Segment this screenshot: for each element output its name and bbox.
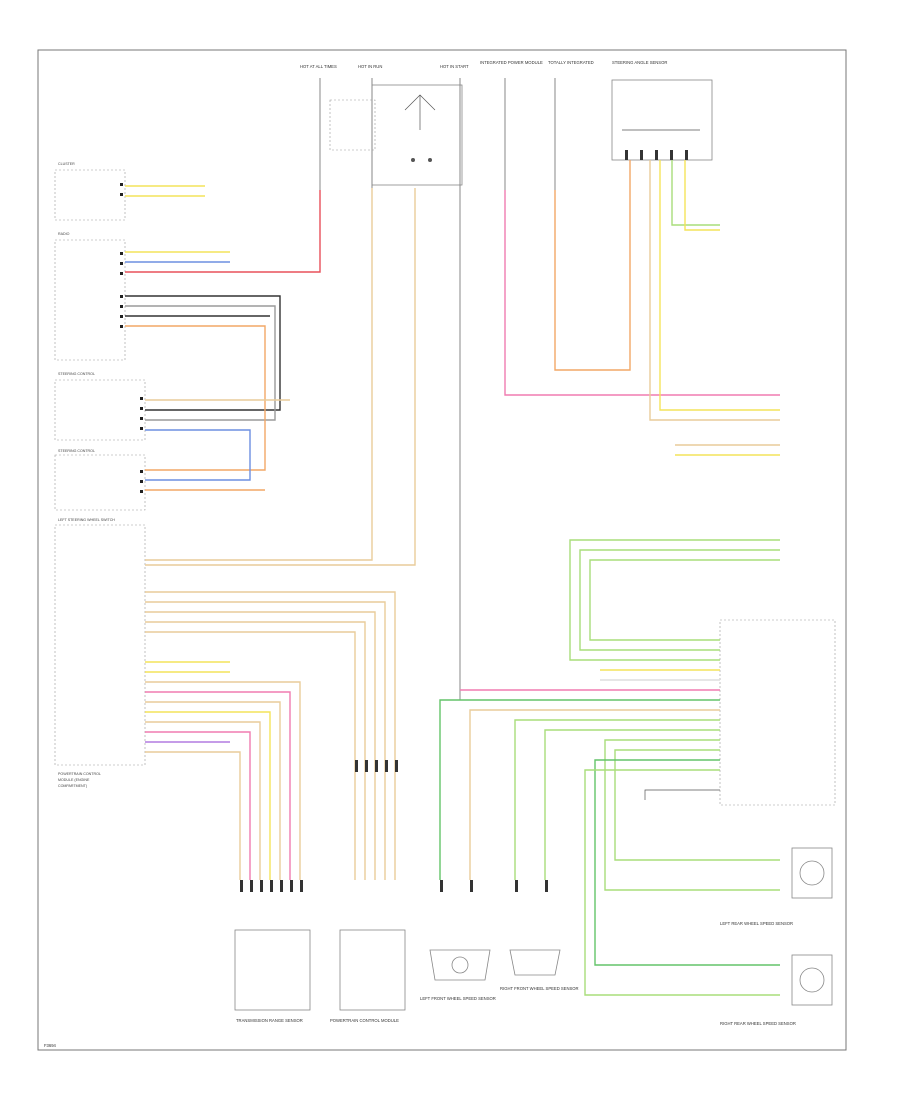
center-trunk-wires: [145, 160, 780, 566]
caption-lf-wss: LEFT FRONT WHEEL SPEED SENSOR: [420, 996, 496, 1001]
caption-trs: TRANSMISSION RANGE SENSOR: [236, 1018, 303, 1023]
caption-rf-wss: RIGHT FRONT WHEEL SPEED SENSOR: [500, 986, 579, 991]
left-pin-rows: [120, 183, 143, 493]
right-module-wires: [439, 539, 836, 996]
footer-code: F3694: [44, 1043, 57, 1048]
svg-text:HOT IN RUN: HOT IN RUN: [358, 64, 382, 69]
svg-text:HOT IN START: HOT IN START: [440, 64, 469, 69]
caption-lr-wss: LEFT REAR WHEEL SPEED SENSOR: [720, 921, 793, 926]
lower-left-harness: [145, 591, 396, 880]
transmission-range-sensor-box: [234, 929, 311, 1011]
svg-text:LEFT STEERING WHEEL SWITCH: LEFT STEERING WHEEL SWITCH: [58, 518, 115, 522]
svg-text:INTEGRATED POWER MODULE: INTEGRATED POWER MODULE: [480, 60, 543, 65]
left-top-wires: [125, 185, 321, 491]
svg-text:STEERING ANGLE SENSOR: STEERING ANGLE SENSOR: [612, 60, 667, 65]
svg-text:TOTALLY INTEGRATED: TOTALLY INTEGRATED: [548, 60, 594, 65]
svg-text:RADIO: RADIO: [58, 232, 70, 236]
caption-rr-wss: RIGHT REAR WHEEL SPEED SENSOR: [720, 1021, 796, 1026]
powertrain-control-module-box: [339, 929, 406, 1011]
top-power-section: HOT AT ALL TIMES HOT IN RUN HOT IN START…: [300, 60, 713, 700]
left-connector-blocks: CLUSTER RADIO STEERING CONTROL STEERING …: [54, 162, 146, 788]
caption-pcm: POWERTRAIN CONTROL MODULE: [330, 1018, 399, 1023]
svg-text:MODULE (ENGINE: MODULE (ENGINE: [58, 778, 90, 782]
svg-text:COMPARTMENT): COMPARTMENT): [58, 784, 87, 788]
left-front-wheel-speed-sensor: [429, 949, 491, 981]
diagram-frame: [37, 49, 847, 1051]
svg-text:POWERTRAIN CONTROL: POWERTRAIN CONTROL: [58, 772, 101, 776]
bottom-modules: [234, 760, 833, 1011]
svg-text:HOT AT ALL TIMES: HOT AT ALL TIMES: [300, 64, 337, 69]
svg-text:STEERING CONTROL: STEERING CONTROL: [58, 372, 95, 376]
right-rear-wheel-speed-sensor: [791, 954, 833, 1006]
left-rear-wheel-speed-sensor: [791, 847, 833, 899]
svg-text:STEERING CONTROL: STEERING CONTROL: [58, 449, 95, 453]
module-captions: TRANSMISSION RANGE SENSOR POWERTRAIN CON…: [44, 921, 796, 1048]
right-front-wheel-speed-sensor: [509, 949, 561, 976]
svg-text:CLUSTER: CLUSTER: [58, 162, 75, 166]
